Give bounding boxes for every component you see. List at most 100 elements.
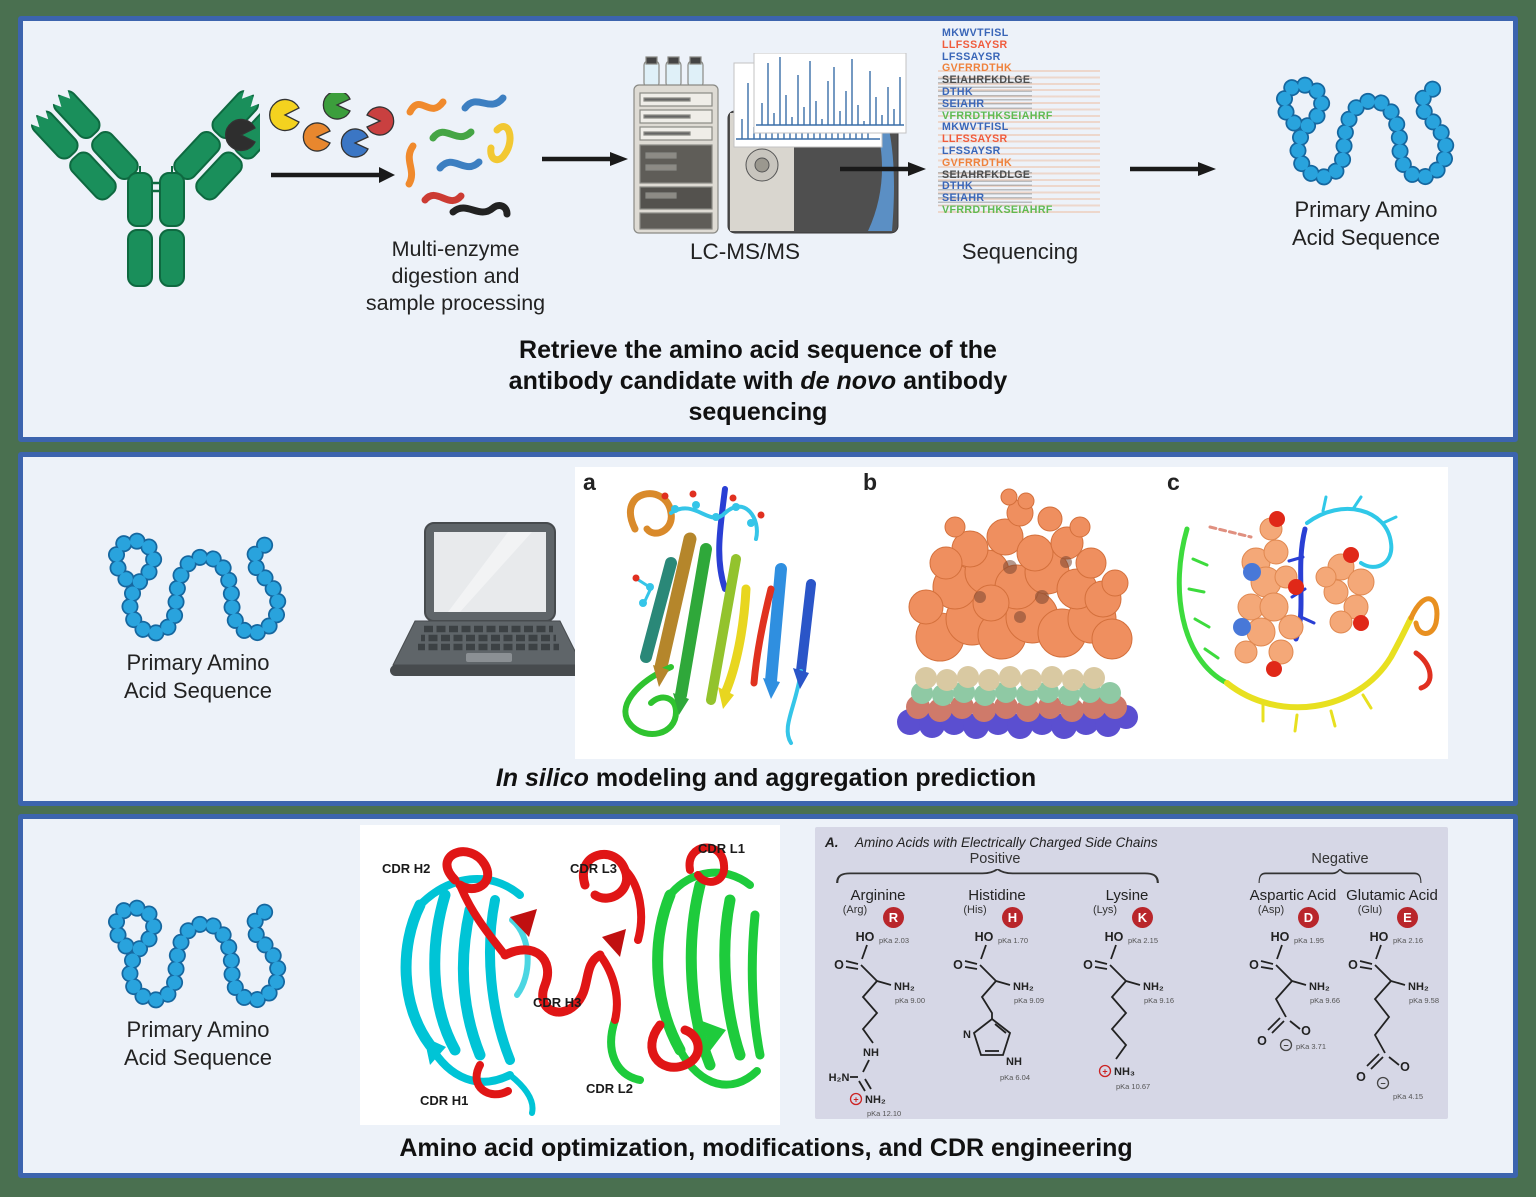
svg-text:+: + — [1102, 1067, 1107, 1077]
lcms-instrument-icon — [633, 53, 907, 234]
svg-text:pKa 9.58: pKa 9.58 — [1409, 996, 1439, 1005]
amino-acid-chart: A. Amino Acids with Electrically Charged… — [815, 827, 1448, 1119]
amino-acid-name: Lysine — [1105, 887, 1149, 904]
primary-sequence-label: Primary Amino Acid Sequence — [124, 650, 272, 703]
svg-text:N: N — [963, 1029, 971, 1041]
svg-text:pKa 2.03: pKa 2.03 — [879, 936, 909, 945]
amino-acid-chain-icon — [1275, 76, 1455, 186]
amino-acid-abbr: (Arg) — [842, 904, 868, 916]
svg-text:O: O — [1356, 1070, 1366, 1084]
sequence-read: SEIAHRFKDLGE — [942, 74, 1031, 87]
modeling-figures-strip: a b c — [575, 467, 1448, 759]
svg-text:NH: NH — [863, 1047, 879, 1059]
amino-acid-chain-icon — [107, 899, 287, 1009]
svg-text:+: + — [853, 1095, 858, 1105]
sequence-read: VFRRDTHKSEIAHRF — [942, 203, 1053, 216]
svg-text:NH₂: NH₂ — [894, 981, 915, 993]
svg-text:pKa 9.09: pKa 9.09 — [1014, 996, 1044, 1005]
sequence-read: GVFRRDTHK — [942, 62, 1013, 75]
panel-denovo-sequencing: Multi-enzyme digestion and sample proces… — [18, 16, 1518, 442]
laptop-icon — [390, 522, 585, 676]
sequence-read: GVFRRDTHK — [942, 156, 1013, 169]
caption-text: antibody sequencing — [688, 367, 1008, 426]
aspartic-acid-structure: HO pKa 1.95 O NH₂ pKa 9.66 O O − pKa 3.7… — [1249, 930, 1340, 1052]
sequence-read: SEIAHRFKDLGE — [942, 168, 1031, 181]
svg-text:pKa 10.67: pKa 10.67 — [1116, 1082, 1150, 1091]
svg-text:NH₃: NH₃ — [1114, 1066, 1135, 1078]
svg-text:NH₂: NH₂ — [1309, 981, 1330, 993]
amino-acid-name: Glutamic Acid — [1346, 887, 1438, 904]
negative-brace — [1258, 869, 1422, 883]
cdr-label: CDR L2 — [586, 1081, 633, 1096]
svg-text:O: O — [1400, 1060, 1410, 1074]
patch-structure-figure — [1176, 495, 1440, 733]
sequence-read: VFRRDTHKSEIAHRF — [942, 109, 1053, 122]
lysine-structure: HO pKa 2.15 O NH₂ pKa 9.16 + NH₃ pKa 10.… — [1083, 930, 1174, 1091]
positive-brace — [836, 869, 1159, 883]
svg-text:pKa 4.15: pKa 4.15 — [1393, 1092, 1423, 1101]
primary-sequence-label: Primary Amino Acid Sequence — [1292, 197, 1440, 250]
panel-cdr-engineering: Primary Amino Acid Sequence — [18, 814, 1518, 1178]
sequence-read: LLFSSAYSR — [942, 38, 1008, 51]
svg-text:pKa 2.16: pKa 2.16 — [1393, 936, 1423, 945]
cdr-ribbons — [400, 843, 765, 1116]
read-alignment-gray — [938, 78, 1032, 112]
svg-text:pKa 9.66: pKa 9.66 — [1310, 996, 1340, 1005]
top-caption: Retrieve the amino acid sequence of the … — [478, 335, 1038, 428]
svg-text:−: − — [1283, 1041, 1288, 1051]
cdr-label: CDR H3 — [533, 995, 582, 1010]
amino-acid-name: Arginine — [850, 887, 906, 904]
sequence-read: MKWVTFISL — [942, 121, 1009, 134]
middle-caption: In silico modeling and aggregation predi… — [416, 763, 1116, 794]
arrow-icon — [840, 162, 926, 176]
enzymes-icon — [225, 93, 395, 183]
svg-text:HO: HO — [1271, 930, 1290, 944]
svg-text:−: − — [1380, 1079, 1385, 1089]
svg-text:NH₂: NH₂ — [1013, 981, 1034, 993]
svg-text:O: O — [1249, 958, 1259, 972]
svg-text:pKa 1.70: pKa 1.70 — [998, 936, 1028, 945]
amino-acid-letter-badge: R — [883, 907, 904, 928]
chart-title: Amino Acids with Electrically Charged Si… — [855, 835, 1158, 850]
svg-text:O: O — [1257, 1034, 1267, 1048]
mass-spectra-icon — [733, 53, 907, 148]
svg-text:NH₂: NH₂ — [1408, 981, 1429, 993]
svg-text:O: O — [953, 958, 963, 972]
svg-text:HO: HO — [1370, 930, 1389, 944]
svg-text:pKa 1.95: pKa 1.95 — [1294, 936, 1324, 945]
aggregate-structure-figure — [897, 488, 1138, 739]
svg-text:HO: HO — [975, 930, 994, 944]
sequence-read: LFSSAYSR — [942, 144, 1001, 157]
amino-acid-abbr: (Glu) — [1357, 904, 1383, 916]
svg-text:NH₂: NH₂ — [865, 1094, 886, 1106]
sequence-read: LFSSAYSR — [942, 50, 1001, 63]
amino-acid-abbr: (Asp) — [1257, 904, 1285, 916]
caption-text: Retrieve the amino acid sequence of the … — [508, 336, 997, 395]
sequence-read: SEIAHR — [942, 192, 985, 205]
read-alignment-gray — [938, 172, 1032, 206]
amino-acid-letter-badge: D — [1298, 907, 1319, 928]
svg-text:NH: NH — [1006, 1056, 1022, 1068]
amino-acid-chain-icon — [107, 532, 287, 642]
amino-acid-letter-badge: H — [1002, 907, 1023, 928]
sequencing-label: Sequencing — [961, 239, 1079, 264]
arrow-icon — [542, 152, 628, 166]
sequencing-reads: MKWVTFISL LLFSSAYSR LFSSAYSR GVFRRDTHK S… — [938, 26, 1100, 218]
svg-text:pKa 6.04: pKa 6.04 — [1000, 1073, 1030, 1082]
cdr-label: CDR H1 — [420, 1093, 469, 1108]
svg-text:NH₂: NH₂ — [1143, 981, 1164, 993]
amino-acid-name: Histidine — [968, 887, 1026, 904]
ribbon-structure-figure — [622, 486, 816, 745]
arrow-icon — [1130, 162, 1216, 176]
caption-italic: de novo — [800, 367, 897, 395]
amino-acid-abbr: (His) — [963, 904, 987, 916]
positive-group-label: Positive — [969, 851, 1021, 867]
chart-section-label: A. — [825, 835, 839, 850]
amino-acid-abbr: (Lys) — [1092, 904, 1118, 916]
amino-acid-name: Aspartic Acid — [1249, 887, 1337, 904]
svg-text:O: O — [1301, 1024, 1311, 1038]
svg-text:pKa 2.15: pKa 2.15 — [1128, 936, 1158, 945]
bottom-caption: Amino acid optimization, modifications, … — [399, 1134, 1133, 1162]
arrow-icon — [271, 167, 395, 183]
